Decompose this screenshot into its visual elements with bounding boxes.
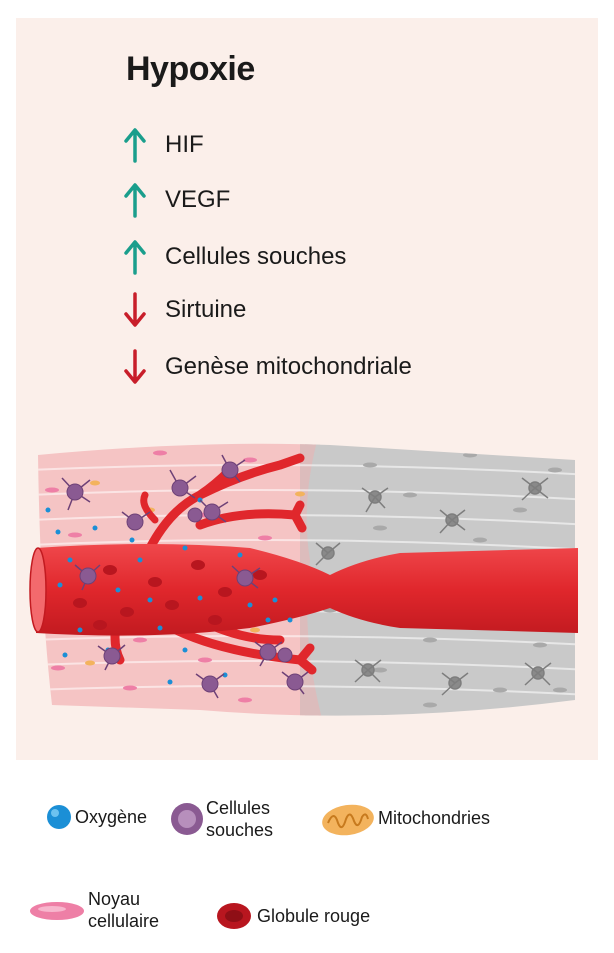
- effect-label: VEGF: [165, 186, 231, 213]
- effect-item-hif: HIF: [120, 125, 204, 165]
- effect-label: Sirtuine: [165, 296, 247, 323]
- legend-nucleus: Noyau cellulaire: [28, 889, 160, 932]
- effect-label: Cellules souches: [165, 243, 347, 270]
- effect-item-stem-cells: Cellules souches: [120, 237, 346, 277]
- stem-cell-icon: [171, 803, 203, 835]
- legend-label-oxygen: Oxygène: [75, 807, 148, 827]
- effect-label: Genèse mitochondriale: [165, 353, 412, 380]
- legend-oxygen: Oxygène: [45, 803, 147, 831]
- legend-mitochondria: Mitochondries: [320, 797, 490, 839]
- effect-label: HIF: [165, 131, 204, 158]
- oxygen-icon: [47, 805, 71, 829]
- legend-label-stem-cells-1: Cellules: [206, 798, 271, 818]
- effect-item-vegf: VEGF: [120, 180, 230, 220]
- up-arrow-icon: [124, 183, 146, 218]
- mitochondria-icon: [322, 804, 374, 836]
- lower-capillaries: [110, 605, 317, 675]
- effect-item-sirtuine: Sirtuine: [120, 290, 246, 330]
- legend-label-red-cell: Globule rouge: [257, 906, 371, 926]
- legend-label-stem-cells-2: souches: [206, 820, 274, 840]
- upper-capillaries: [145, 453, 307, 553]
- up-arrow-icon: [124, 240, 146, 275]
- legend-label-nucleus-2: cellulaire: [88, 911, 160, 931]
- tissue-illustration: [29, 443, 578, 716]
- normoxic-nuclei: [323, 452, 567, 708]
- diagram-title: Hypoxie: [126, 50, 255, 88]
- dormant-stem-cells: [315, 477, 552, 696]
- blood-vessel: [29, 453, 578, 699]
- up-arrow-icon: [124, 128, 146, 163]
- oxygen-dots: [45, 497, 293, 685]
- red-cell-icon: [217, 903, 251, 929]
- down-arrow-icon: [124, 349, 146, 384]
- active-stem-cells: [61, 454, 309, 699]
- down-arrow-icon: [124, 292, 146, 327]
- main-vessel: [36, 544, 578, 636]
- legend-label-nucleus-1: Noyau: [88, 889, 141, 909]
- red-blood-cells: [73, 560, 267, 630]
- legend-red-cell: Globule rouge: [215, 900, 370, 932]
- legend-stem-cells: Cellules souches: [170, 797, 273, 841]
- legend-label-mitochondria: Mitochondries: [378, 808, 491, 828]
- nuclei: [45, 450, 272, 703]
- vessel-opening: [29, 547, 47, 633]
- nucleus-icon: [30, 902, 84, 920]
- effect-item-mito-genesis: Genèse mitochondriale: [120, 347, 412, 387]
